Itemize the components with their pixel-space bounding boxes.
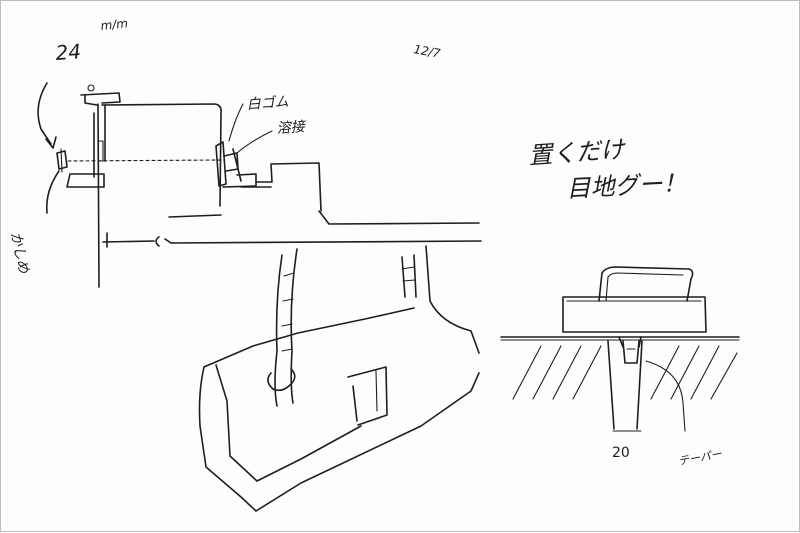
- dimension-label-bottom: 20: [612, 445, 630, 461]
- kashime-label: かしめ: [7, 231, 32, 276]
- note-line-2: 目地グー！: [566, 169, 687, 203]
- note-line-1: 置くだけ: [527, 135, 627, 170]
- weld-label: 溶接: [276, 119, 307, 137]
- unit-label-top: m/m: [100, 16, 129, 33]
- rubber-label: 白ゴム: [246, 94, 289, 113]
- dimension-label-top: 24: [55, 39, 82, 65]
- date-scribble: 12/7: [412, 42, 441, 61]
- left-section-drawing: [37, 82, 482, 512]
- right-detail-drawing: [500, 266, 740, 432]
- taper-label: テーパー: [677, 447, 723, 468]
